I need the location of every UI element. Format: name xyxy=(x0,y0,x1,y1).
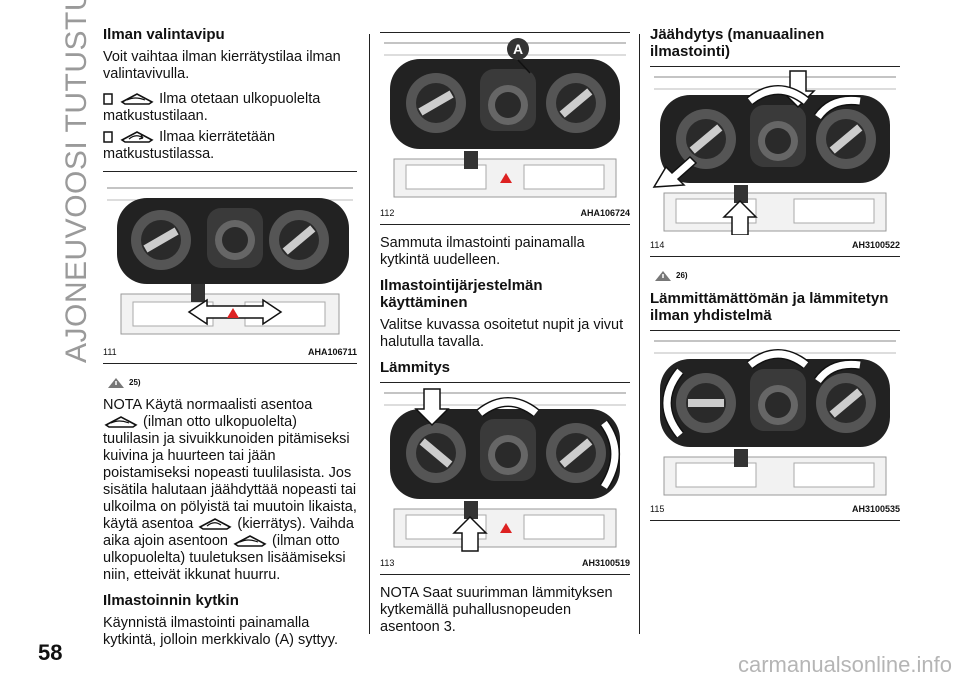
warning-ref-25-text: 25) xyxy=(129,378,141,387)
warning-ref-25: 25) xyxy=(107,374,357,391)
figure-115-caption: 115 AH3100535 xyxy=(650,499,900,520)
figure-114-image xyxy=(652,70,896,235)
air-selector-intro: Voit vaihtaa ilman kierrätystilaa ilman … xyxy=(103,49,341,82)
recirculation-icon xyxy=(120,131,154,143)
column-divider-1 xyxy=(369,34,370,634)
figure-111: 111 AHA106711 xyxy=(103,171,357,364)
note-paragraph: NOTA Käytä normaalisti asentoa (ilman ot… xyxy=(103,397,357,584)
heading-ac-switch: Ilmastoinnin kytkin xyxy=(103,592,239,609)
warning-book-icon xyxy=(108,377,124,388)
figure-115-code: AH3100535 xyxy=(851,504,900,514)
column-2: A 112 AHA106724 Sammuta ilmastointi pain… xyxy=(380,26,630,644)
figure-115-image xyxy=(654,340,896,496)
figure-112-number: 112 xyxy=(380,208,395,218)
ac-switch-text: Käynnistä ilmastointi painamalla kytkint… xyxy=(103,615,339,648)
section-side-title: AJONEUVOOSI TUTUSTUMINEN xyxy=(52,0,93,363)
figure-114-caption: 114 AH3100522 xyxy=(650,235,900,256)
figure-113-caption: 113 AH3100519 xyxy=(380,553,630,574)
air-option-recirc: Ilmaa kierrätetään matkustustilassa. xyxy=(103,129,357,163)
heating-note: NOTA Saat suurimman lämmityksen kytkemäl… xyxy=(380,585,613,635)
fresh-air-intake-icon xyxy=(233,535,267,547)
note-text-a: NOTA Käytä normaalisti asentoa xyxy=(103,397,313,413)
lever-down-icon xyxy=(103,131,113,143)
figure-112: A 112 AHA106724 xyxy=(380,32,630,225)
figure-111-code: AHA106711 xyxy=(307,347,357,357)
heading-cooling: Jäähdytys (manuaalinen ilmastointi) xyxy=(650,26,825,60)
heading-air-selector: Ilman valintavipu xyxy=(103,26,225,43)
watermark: carmanualsonline.info xyxy=(737,652,952,677)
figure-113: 113 AH3100519 xyxy=(380,382,630,575)
figure-114-number: 114 xyxy=(650,240,665,250)
figure-113-image xyxy=(384,388,626,552)
figure-112-callout-a: A xyxy=(513,41,523,57)
page-number: 58 xyxy=(38,640,63,665)
figure-112-caption: 112 AHA106724 xyxy=(380,203,630,224)
figure-111-image xyxy=(103,172,357,342)
ac-off-text: Sammuta ilmastointi painamalla kytkintä … xyxy=(380,235,585,268)
figure-113-number: 113 xyxy=(380,558,395,568)
figure-113-code: AH3100519 xyxy=(581,558,630,568)
figure-111-number: 111 xyxy=(103,347,117,357)
column-3: Jäähdytys (manuaalinen ilmastointi) 114 … xyxy=(650,26,900,525)
figure-115: 115 AH3100535 xyxy=(650,330,900,521)
heading-heating: Lämmitys xyxy=(380,359,451,376)
warning-ref-26: 26) xyxy=(654,267,900,284)
column-1: Ilman valintavipu Voit vaihtaa ilman kie… xyxy=(103,26,357,657)
lever-up-icon xyxy=(103,93,113,105)
figure-114-code: AH3100522 xyxy=(851,240,900,250)
fresh-air-intake-icon xyxy=(120,93,154,105)
warning-book-icon xyxy=(655,270,671,281)
note-text-b: (ilman otto ulkopuolelta) tuulilasin ja … xyxy=(103,414,357,532)
warning-ref-26-text: 26) xyxy=(676,271,688,280)
figure-115-number: 115 xyxy=(650,504,665,514)
figure-111-caption: 111 AHA106711 xyxy=(103,342,357,363)
figure-114: 114 AH3100522 xyxy=(650,66,900,257)
note-text-d: (ilman otto ulkopuolelta) tuuletuksen li… xyxy=(103,533,346,583)
figure-112-image: A xyxy=(384,38,626,198)
air-option-outside-text: Ilma otetaan ulkopuolelta matkustustilaa… xyxy=(103,91,321,124)
heading-air-mix: Lämmittämättömän ja lämmitetyn ilman yhd… xyxy=(650,290,889,324)
section-side-title-text: AJONEUVOOSI TUTUSTUMINEN xyxy=(60,0,93,363)
figure-112-code: AHA106724 xyxy=(580,208,630,218)
column-divider-2 xyxy=(639,34,640,634)
recirculation-icon xyxy=(198,518,232,530)
note-text-c: (kierrätys). Vaihda aika ajoin asentoon xyxy=(103,516,354,549)
system-use-text: Valitse kuvassa osoitetut nupit ja vivut… xyxy=(380,317,624,350)
fresh-air-intake-icon xyxy=(104,416,138,428)
air-option-outside: Ilma otetaan ulkopuolelta matkustustilaa… xyxy=(103,91,357,125)
heading-system-use: Ilmastointijärjestelmän käyttäminen xyxy=(380,277,543,311)
air-option-recirc-text: Ilmaa kierrätetään matkustustilassa. xyxy=(103,129,276,162)
